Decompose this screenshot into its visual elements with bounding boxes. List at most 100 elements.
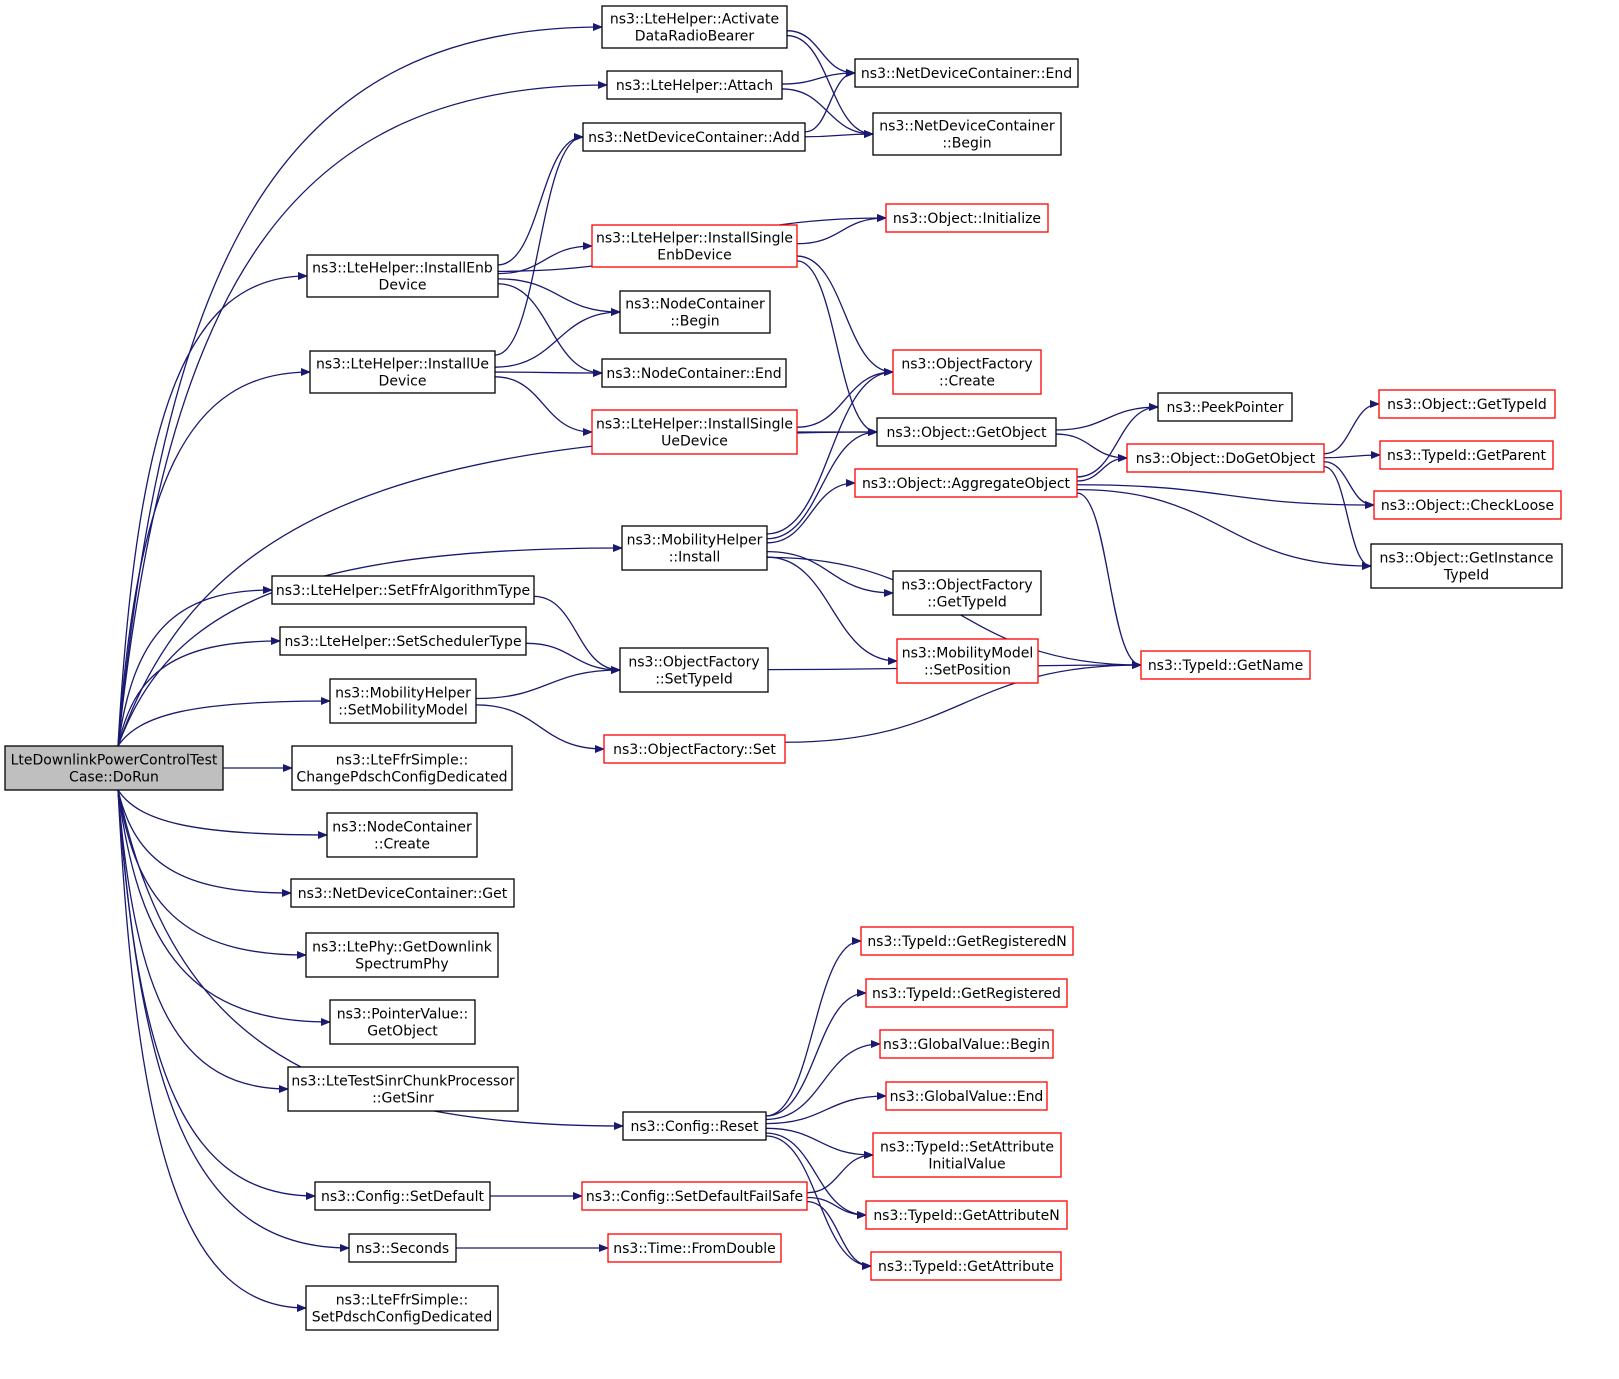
node-box[interactable] [348, 1233, 457, 1263]
node-box[interactable] [854, 468, 1078, 498]
node-box[interactable] [326, 812, 478, 858]
node-nc-begin[interactable]: ns3::NodeContainer::Begin [619, 290, 771, 334]
node-box[interactable] [879, 1029, 1054, 1059]
node-box[interactable] [279, 626, 527, 656]
node-mobility-install[interactable]: ns3::MobilityHelper::Install [621, 525, 768, 571]
node-box[interactable] [607, 1233, 782, 1263]
node-typeid-getregn[interactable]: ns3::TypeId::GetRegisteredN [860, 926, 1074, 956]
node-attach[interactable]: ns3::LteHelper::Attach [606, 70, 783, 100]
node-typeid-getreg[interactable]: ns3::TypeId::GetRegistered [865, 978, 1068, 1008]
node-box[interactable] [1126, 443, 1325, 473]
node-box[interactable] [1370, 543, 1563, 589]
node-box[interactable] [601, 5, 788, 49]
node-box[interactable] [619, 290, 771, 334]
node-box[interactable] [329, 999, 476, 1045]
node-ndc-end[interactable]: ns3::NetDeviceContainer::End [854, 58, 1079, 88]
node-sinr[interactable]: ns3::LteTestSinrChunkProcessor::GetSinr [287, 1066, 519, 1112]
node-box[interactable] [287, 1066, 519, 1112]
node-box[interactable] [619, 647, 769, 693]
node-config-failsafe[interactable]: ns3::Config::SetDefaultFailSafe [581, 1181, 808, 1211]
node-mm-setpos[interactable]: ns3::MobilityModel::SetPosition [896, 638, 1039, 684]
node-box[interactable] [591, 409, 798, 455]
node-box[interactable] [1378, 389, 1556, 419]
node-box[interactable] [1157, 392, 1293, 422]
node-box[interactable] [581, 1181, 808, 1211]
node-seconds[interactable]: ns3::Seconds [348, 1233, 457, 1263]
node-obj-getobject[interactable]: ns3::Object::GetObject [876, 417, 1057, 447]
node-box[interactable] [622, 1111, 767, 1141]
node-box[interactable] [860, 926, 1074, 956]
node-box[interactable] [872, 1132, 1062, 1178]
node-box[interactable] [306, 254, 499, 298]
node-box[interactable] [1140, 650, 1311, 680]
node-ndc-add[interactable]: ns3::NetDeviceContainer::Add [582, 122, 806, 152]
node-box[interactable] [870, 1251, 1062, 1281]
node-of-set[interactable]: ns3::ObjectFactory::Set [603, 734, 786, 764]
node-box[interactable] [621, 525, 768, 571]
node-box[interactable] [872, 112, 1062, 156]
node-box[interactable] [865, 1200, 1068, 1230]
node-box[interactable] [601, 358, 787, 388]
node-typeid-getattrn[interactable]: ns3::TypeId::GetAttributeN [865, 1200, 1068, 1230]
node-box[interactable] [309, 350, 496, 394]
node-box[interactable] [291, 745, 513, 791]
node-box[interactable] [896, 638, 1039, 684]
node-obj-gettypeid[interactable]: ns3::Object::GetTypeId [1378, 389, 1556, 419]
node-obj-aggregate[interactable]: ns3::Object::AggregateObject [854, 468, 1078, 498]
node-set-ffr[interactable]: ns3::LteHelper::SetFfrAlgorithmType [271, 575, 535, 605]
node-of-settypeid[interactable]: ns3::ObjectFactory::SetTypeId [619, 647, 769, 693]
node-set-sched[interactable]: ns3::LteHelper::SetSchedulerType [279, 626, 527, 656]
node-box[interactable] [865, 978, 1068, 1008]
node-pv-getobject[interactable]: ns3::PointerValue::GetObject [329, 999, 476, 1045]
node-obj-dogetobject[interactable]: ns3::Object::DoGetObject [1126, 443, 1325, 473]
node-box[interactable] [885, 1081, 1048, 1111]
node-ndc-begin[interactable]: ns3::NetDeviceContainer::Begin [872, 112, 1062, 156]
node-box[interactable] [854, 58, 1079, 88]
node-box[interactable] [314, 1181, 491, 1211]
node-gv-end[interactable]: ns3::GlobalValue::End [885, 1081, 1048, 1111]
node-box[interactable] [591, 224, 798, 268]
node-box[interactable] [305, 932, 499, 978]
node-ffr-change[interactable]: ns3::LteFfrSimple::ChangePdschConfigDedi… [291, 745, 513, 791]
node-of-create[interactable]: ns3::ObjectFactory::Create [892, 349, 1042, 395]
node-typeid-getparent[interactable]: ns3::TypeId::GetParent [1379, 440, 1554, 470]
node-box[interactable] [885, 203, 1049, 233]
node-obj-checkloose[interactable]: ns3::Object::CheckLoose [1373, 490, 1562, 520]
node-time-fromdouble[interactable]: ns3::Time::FromDouble [607, 1233, 782, 1263]
node-box[interactable] [4, 745, 224, 791]
node-box[interactable] [329, 678, 477, 724]
node-typeid-getattr[interactable]: ns3::TypeId::GetAttribute [870, 1251, 1062, 1281]
node-box[interactable] [876, 417, 1057, 447]
node-box[interactable] [582, 122, 806, 152]
node-box[interactable] [271, 575, 535, 605]
node-gv-begin[interactable]: ns3::GlobalValue::Begin [879, 1029, 1054, 1059]
node-box[interactable] [305, 1285, 499, 1331]
node-config-setdefault[interactable]: ns3::Config::SetDefault [314, 1181, 491, 1211]
node-box[interactable] [290, 878, 515, 908]
node-box[interactable] [1379, 440, 1554, 470]
node-typeid-getname[interactable]: ns3::TypeId::GetName [1140, 650, 1311, 680]
node-box[interactable] [892, 349, 1042, 395]
node-ndc-get[interactable]: ns3::NetDeviceContainer::Get [290, 878, 515, 908]
node-peekpointer[interactable]: ns3::PeekPointer [1157, 392, 1293, 422]
node-box[interactable] [1373, 490, 1562, 520]
node-box[interactable] [892, 570, 1042, 616]
node-mh-setmobility[interactable]: ns3::MobilityHelper::SetMobilityModel [329, 678, 477, 724]
node-box[interactable] [603, 734, 786, 764]
node-box[interactable] [606, 70, 783, 100]
node-nc-end[interactable]: ns3::NodeContainer::End [601, 358, 787, 388]
node-of-gettypeid[interactable]: ns3::ObjectFactory::GetTypeId [892, 570, 1042, 616]
node-config-reset[interactable]: ns3::Config::Reset [622, 1111, 767, 1141]
node-obj-init[interactable]: ns3::Object::Initialize [885, 203, 1049, 233]
node-nc-create[interactable]: ns3::NodeContainer::Create [326, 812, 478, 858]
node-ffr-set[interactable]: ns3::LteFfrSimple::SetPdschConfigDedicat… [305, 1285, 499, 1331]
